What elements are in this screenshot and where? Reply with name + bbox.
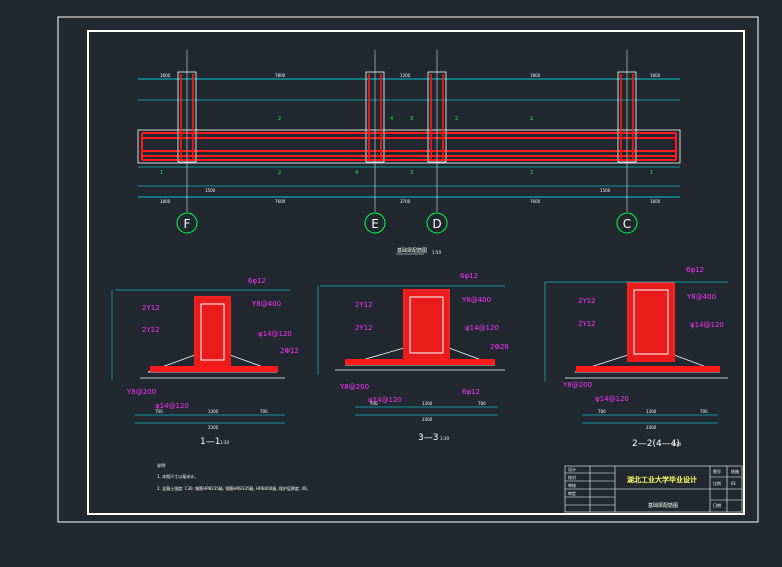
zone-bottom-4: 3 <box>410 170 413 176</box>
tb-right-2: 比例 <box>713 480 721 486</box>
tb-sheet: 结施 <box>731 468 739 474</box>
s3-bottom-inner: φ14@120 <box>368 396 402 404</box>
s3-bottom-extra: 6φ12 <box>462 388 480 396</box>
s1-dim-3: 700 <box>260 409 268 414</box>
s2-dim-total: 2300 <box>646 425 657 430</box>
tb-label-4: 审定 <box>568 490 576 496</box>
axis-bubble-e <box>364 212 386 234</box>
bottom-span-4: 7600 <box>530 199 541 204</box>
tb-right-1: 图号 <box>713 468 721 474</box>
axis-label-c: C <box>623 217 631 231</box>
s3-dim-total: 2300 <box>422 417 433 422</box>
zone-top-2: 2 <box>530 116 533 122</box>
s1-stirrup-top: 6φ12 <box>248 277 266 285</box>
top-span-3: 1200 <box>400 73 411 78</box>
s1-dim-2: 1300 <box>208 409 219 414</box>
bottom-span-1: 1800 <box>160 199 171 204</box>
s3-dim-2: 1300 <box>422 401 433 406</box>
zone-top-4: 3 <box>410 116 413 122</box>
zone-bottom-5: 2 <box>530 170 533 176</box>
tb-drawing: 基础梁配筋图 <box>648 502 678 509</box>
tb-label-2: 校对 <box>568 474 576 480</box>
s3-dim-1: 700 <box>370 401 378 406</box>
tb-school: 湖北工业大学毕业设计 <box>627 475 697 484</box>
s2-long-top: 2Y12 <box>578 297 596 305</box>
s2-title: 2—2(4—4) <box>632 439 680 449</box>
axis-bubble-c <box>616 212 638 234</box>
inner-frame <box>87 30 745 515</box>
s2-stirrup-mid: φ14@120 <box>690 321 724 329</box>
notes-heading: 说明: <box>157 462 166 468</box>
s1-title: 1—1 <box>200 437 220 447</box>
s1-long-top: 2Y12 <box>142 304 160 312</box>
zone-bottom-6: 1 <box>650 170 653 176</box>
s2-bottom-inner: φ14@120 <box>595 395 629 403</box>
s1-bottom-left: Y8@200 <box>126 388 156 396</box>
s3-bottom-right: 2Φ28 <box>490 343 509 351</box>
bottom-span-5: 1600 <box>650 199 661 204</box>
s3-stirrup: Y8@400 <box>461 296 491 304</box>
axis-label-d: D <box>432 217 441 231</box>
notes: 说明: 1. 本图尺寸以毫米计。 2. 混凝土强度: C30, 钢筋HPB235… <box>157 462 311 491</box>
axis-bubble-d <box>426 212 448 234</box>
beam-elevation: 1600 7800 1200 7800 1600 <box>137 50 681 255</box>
s1-scale: 1:30 <box>220 440 229 445</box>
zone-bottom-3: 4 <box>355 170 358 176</box>
s2-long-mid: 2Y12 <box>578 320 596 328</box>
section-1-1: 6φ12 2Y12 Y8@400 2Y12 φ14@120 2Φ12 Y8@20… <box>111 277 299 447</box>
s1-stirrup-mid: φ14@120 <box>258 330 292 338</box>
s3-dim-3: 700 <box>478 401 486 406</box>
s1-dim-total: 2300 <box>208 425 219 430</box>
tb-right-3: 日期 <box>713 502 721 508</box>
s2-stirrup-top: 6φ12 <box>686 266 704 274</box>
s3-stirrup-mid: φ14@120 <box>465 324 499 332</box>
s2-scale: 1:30 <box>672 442 681 447</box>
s2-bottom-left: Y8@200 <box>562 381 592 389</box>
top-span-1: 1600 <box>160 73 171 78</box>
notes-line-2: 2. 混凝土强度: C30, 钢筋HPB235级, 钢筋HRB335级, HRB… <box>157 485 311 491</box>
outer-frame <box>57 16 759 523</box>
s2-dim-1: 700 <box>598 409 606 414</box>
s3-bottom-left: Y8@200 <box>339 383 369 391</box>
tb-no: 01 <box>731 481 737 486</box>
section-3-3: 6φ12 2Y12 Y8@400 2Y12 φ14@120 2Φ28 Y8@20… <box>317 272 509 443</box>
s1-dim-1: 700 <box>155 409 163 414</box>
axis-label-e: E <box>371 217 379 231</box>
zone-bottom-1: 1 <box>160 170 163 176</box>
section-2-2: 6φ12 2Y12 Y8@400 2Y12 φ14@120 Y8@200 φ14… <box>544 266 728 449</box>
bottom-span-3: 3700 <box>400 199 411 204</box>
s2-dim-2: 1300 <box>646 409 657 414</box>
zone-top-1: 2 <box>278 116 281 122</box>
tb-label-1: 设计 <box>568 466 576 472</box>
s1-bottom-inner: φ14@120 <box>155 402 189 410</box>
s3-stirrup-top: 6φ12 <box>460 272 478 280</box>
s1-stirrup: Y8@400 <box>251 300 281 308</box>
tb-label-3: 审核 <box>568 482 576 488</box>
axis-bubble-f <box>176 212 198 234</box>
bottom-span-2: 7600 <box>275 199 286 204</box>
top-span-2: 7800 <box>275 73 286 78</box>
zone-bottom-2: 2 <box>278 170 281 176</box>
zone-top-5: 2 <box>455 116 458 122</box>
notes-line-1: 1. 本图尺寸以毫米计。 <box>157 473 198 479</box>
small-dim-1: 1500 <box>205 188 216 193</box>
s2-dim-3: 700 <box>700 409 708 414</box>
s3-title: 3—3 <box>418 433 438 443</box>
s3-long-mid: 2Y12 <box>355 324 373 332</box>
s1-bottom-right: 2Φ12 <box>280 347 299 355</box>
elevation-scale: 1:50 <box>432 250 441 255</box>
s3-scale: 1:30 <box>440 436 449 441</box>
top-span-4: 7800 <box>530 73 541 78</box>
small-dim-2: 1500 <box>600 188 611 193</box>
s2-stirrup: Y8@400 <box>686 293 716 301</box>
top-span-5: 1600 <box>650 73 661 78</box>
s3-long-top: 2Y12 <box>355 301 373 309</box>
title-block <box>564 465 743 513</box>
axis-label-f: F <box>184 217 191 231</box>
elevation-title: 基础梁配筋图 <box>397 247 427 254</box>
zone-top-3: 4 <box>390 116 393 122</box>
s1-long-mid: 2Y12 <box>142 326 160 334</box>
